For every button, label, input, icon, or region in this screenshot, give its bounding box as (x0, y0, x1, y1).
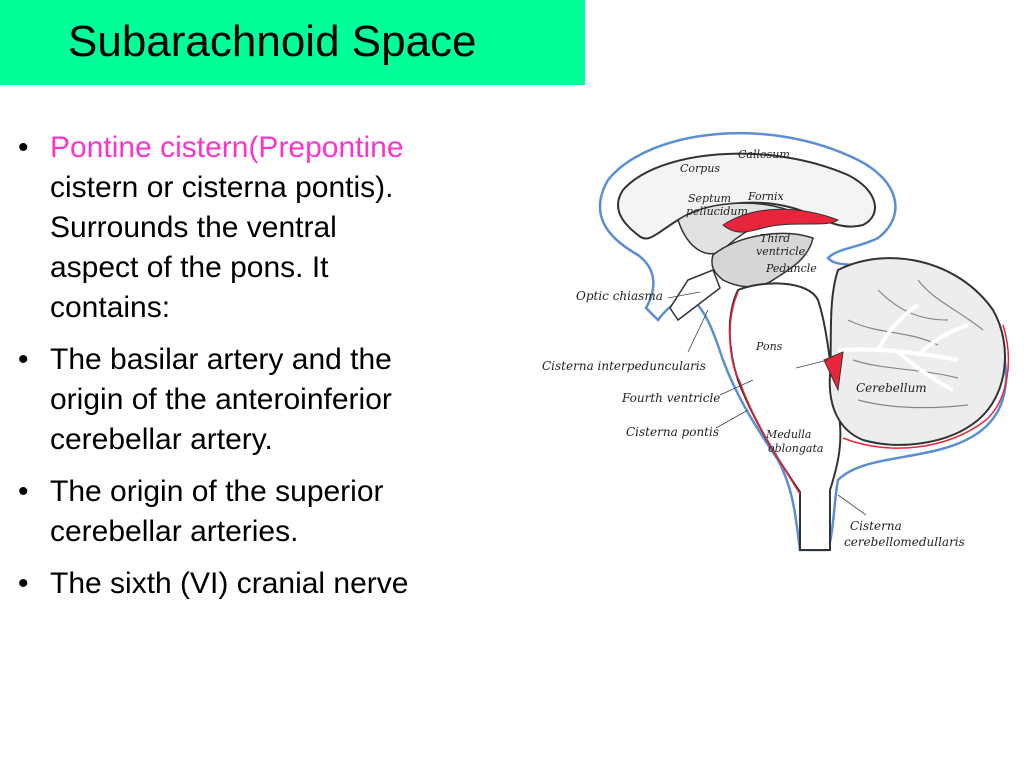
brain-diagram: Corpus Callosum Septum pellucidum Fornix… (542, 131, 1010, 552)
slide-title: Subarachnoid Space (68, 17, 477, 66)
optic-chiasma (669, 269, 721, 322)
bullet-line: The origin of the superior (50, 475, 384, 508)
bullet-marker: • (18, 567, 29, 600)
label-optic-chiasma: Optic chiasma (576, 289, 663, 303)
label-callosum: Callosum (738, 148, 790, 161)
bullet-line: cerebellar arteries. (50, 515, 299, 548)
bullet-line: origin of the anteroinferior (50, 383, 392, 416)
label-third: Third (760, 232, 790, 245)
cerebellum-folia (847, 279, 984, 409)
title-banner: Subarachnoid Space (0, 0, 585, 85)
bullet-superior-cerebellar: • The origin of the superior cerebellar … (18, 472, 538, 552)
label-cisterna-pontis: Cisterna pontis (626, 425, 719, 439)
brain-sagittal-figure: Corpus Callosum Septum pellucidum Fornix… (538, 120, 1018, 560)
brainstem (728, 282, 842, 551)
bullet-list: • Pontine cistern(Prepontine cistern or … (18, 128, 538, 616)
pia-line (729, 291, 801, 495)
label-pellucidum: pellucidum (686, 205, 748, 218)
bullet-line: Pontine cistern(Prepontine (50, 131, 404, 164)
fourth-ventricle (823, 351, 844, 392)
label-fourth-ventricle: Fourth ventricle (621, 391, 720, 405)
label-cisterna-interpeduncularis: Cisterna interpeduncularis (542, 359, 706, 373)
fornix (722, 208, 840, 233)
label-corpus: Corpus (680, 162, 720, 175)
label-peduncle: Peduncle (765, 262, 817, 275)
bullet-line: contains: (50, 291, 171, 324)
label-cisterna: Cisterna (850, 519, 902, 533)
bullet-pontine-cistern: • Pontine cistern(Prepontine cistern or … (18, 128, 538, 328)
bullet-line: Surrounds the ventral (50, 211, 337, 244)
bullet-line: aspect of the pons. It (50, 251, 329, 284)
label-cerebellomedullaris: cerebellomedullaris (844, 535, 965, 549)
bullet-marker: • (18, 131, 29, 164)
bullet-marker: • (18, 475, 29, 508)
leader-lines (667, 291, 867, 516)
label-fornix: Fornix (747, 190, 785, 203)
label-oblongata: oblongata (768, 442, 823, 455)
bullet-line: cistern or cisterna pontis). (50, 171, 394, 204)
bullet-line: The sixth (VI) cranial nerve (50, 567, 409, 600)
bullet-sixth-nerve: • The sixth (VI) cranial nerve (18, 564, 538, 604)
label-pons: Pons (755, 340, 783, 353)
label-ventricle: ventricle (756, 245, 806, 258)
label-medulla: Medulla (765, 428, 812, 441)
bullet-line: cerebellar artery. (50, 423, 273, 456)
third-ventricle (711, 232, 814, 288)
bullet-line: The basilar artery and the (50, 343, 392, 376)
arbor-vitae (837, 303, 969, 392)
bullet-basilar-artery: • The basilar artery and the origin of t… (18, 340, 538, 460)
cerebellum-pia (842, 324, 1010, 449)
label-septum: Septum (688, 192, 731, 205)
label-cerebellum: Cerebellum (856, 381, 927, 395)
bullet-marker: • (18, 343, 29, 376)
